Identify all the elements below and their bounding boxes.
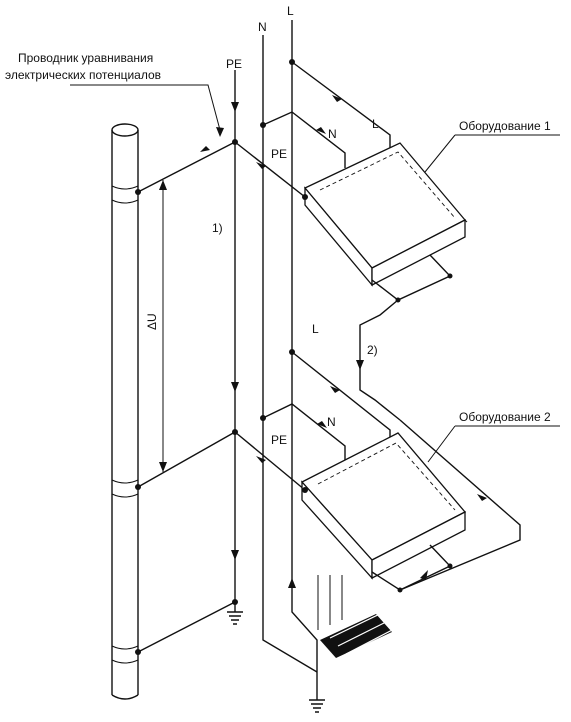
l-mid-label: L: [312, 322, 319, 336]
pe-eq1-label: PE: [271, 147, 287, 161]
junction-dots: [135, 59, 308, 655]
n-eq1-label: N: [328, 127, 337, 141]
n-conductor: [262, 35, 318, 673]
n-top-label: N: [258, 20, 267, 34]
pipe: [111, 123, 139, 700]
l-conductor: [288, 20, 325, 713]
pe-eq2-label: PE: [271, 433, 287, 447]
cable-bundle: [317, 575, 397, 658]
pe-conductor: [227, 70, 243, 625]
equipment1-label: Оборудование 1: [459, 119, 551, 133]
equipment2-label: Оборудование 2: [459, 410, 551, 424]
l-eq1-label: L: [372, 117, 379, 131]
n-eq2-label: N: [327, 415, 336, 429]
equipment2-box: [300, 432, 467, 593]
conductor-title-line2: электрических потенциалов: [5, 68, 161, 82]
pe-top-label: PE: [226, 57, 242, 71]
note-2: 2): [367, 343, 378, 357]
equipment1-box: [303, 142, 468, 303]
conductor-title-line1: Проводник уравнивания: [18, 51, 153, 65]
delta-u-label: ΔU: [145, 313, 159, 330]
delta-u-dimension: [159, 180, 167, 472]
note-1: 1): [212, 221, 223, 235]
l-top-label: L: [287, 4, 294, 18]
equalization-conductor: [70, 84, 236, 653]
link-2: [356, 299, 401, 421]
equipment1-wiring: [234, 61, 391, 198]
